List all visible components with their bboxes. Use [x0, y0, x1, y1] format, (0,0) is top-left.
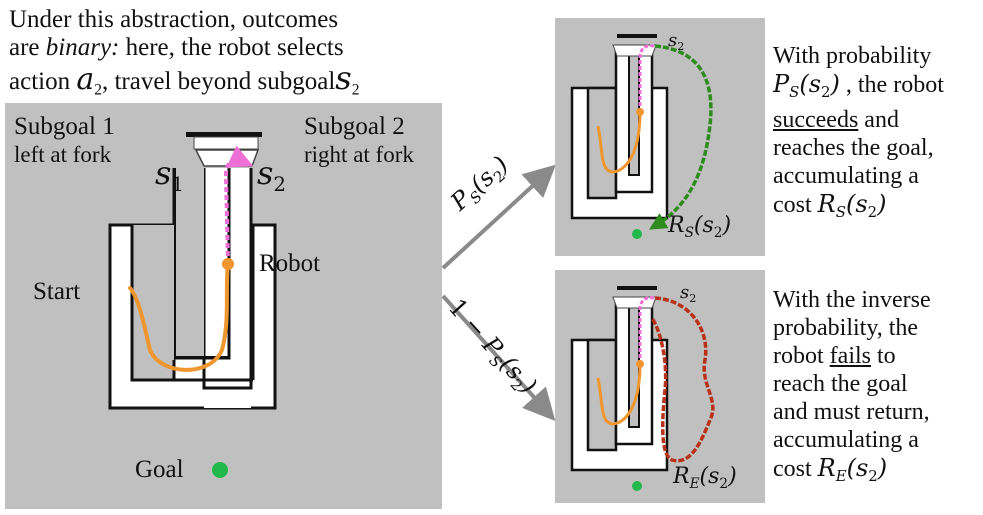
success-s2-label: s2 — [668, 30, 685, 53]
goal-label: Goal — [135, 456, 184, 483]
fail-cost-label: RE(s2) — [673, 464, 737, 492]
fails-word: fails — [829, 343, 871, 369]
s1-label: s1 — [155, 154, 185, 196]
intro-line-2: are binary: here, the robot selects — [9, 34, 344, 61]
robot-label: Robot — [259, 250, 321, 277]
subgoal-symbol: s — [335, 59, 352, 97]
success-arrow — [441, 164, 556, 270]
action-symbol: a — [76, 62, 95, 97]
success-path — [648, 44, 713, 230]
binary-word: binary: — [45, 34, 120, 61]
fail-path — [650, 296, 715, 463]
succeeds-word: succeeds — [773, 107, 859, 134]
subgoal2-title: Subgoal 2 — [304, 113, 405, 140]
intro-text: Under this abstraction, outcomes are bin… — [9, 6, 449, 104]
start-label: Start — [33, 278, 81, 305]
fail-caption: With the inverse probability, the robot … — [773, 287, 931, 486]
robot-traversed-path — [128, 262, 230, 372]
intro-line-1: Under this abstraction, outcomes — [9, 6, 339, 33]
fail-arrow — [441, 294, 556, 421]
subgoal2-desc: right at fork — [304, 142, 414, 167]
subgoal1-title: Subgoal 1 — [14, 113, 115, 140]
success-caption: With probability PS(s2) , the robot succ… — [773, 43, 944, 222]
fail-maze — [570, 286, 715, 491]
success-cost-label: RS(s2) — [668, 213, 732, 241]
intro-line-3: action a2, travel beyond subgoals2 — [9, 59, 360, 99]
s2-label: s2 — [257, 154, 287, 196]
planned-path — [223, 145, 254, 265]
robot-marker — [222, 258, 234, 270]
success-maze — [570, 34, 713, 239]
fail-s2-label: s2 — [680, 282, 697, 305]
subgoal1-desc: left at fork — [14, 142, 112, 167]
goal-marker — [212, 462, 228, 478]
main-maze — [108, 132, 277, 478]
